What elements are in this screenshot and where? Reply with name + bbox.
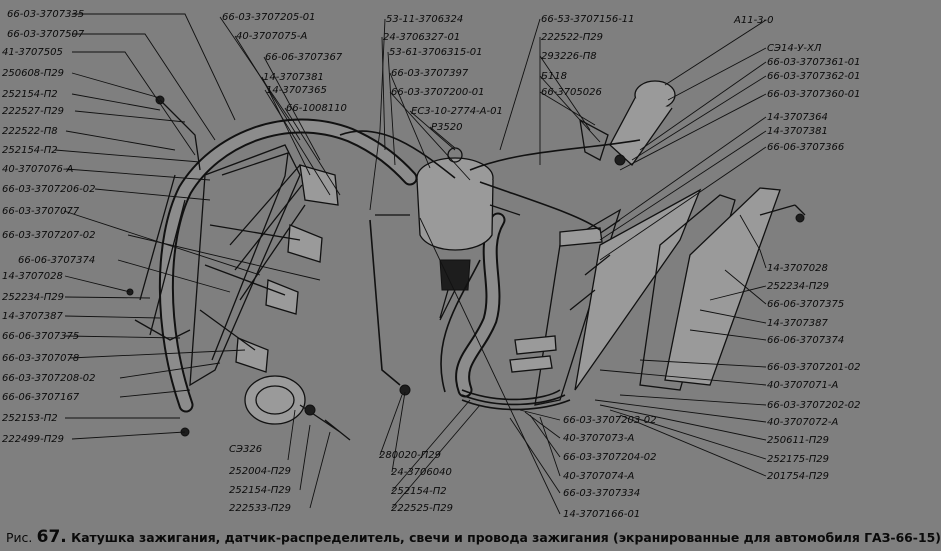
- figure-number: 67.: [36, 527, 67, 547]
- callout-label: 66-03-3707204-02: [563, 452, 657, 463]
- callout-label: 222533-П29: [229, 503, 291, 514]
- callout-label: 66-03-3707077: [2, 206, 80, 217]
- callout-label: 40-3707074-А: [563, 471, 634, 482]
- callout-label: Б118: [541, 71, 567, 82]
- callout-label: 66-06-3707366: [767, 142, 844, 153]
- callout-label: 66-06-3707367: [265, 52, 343, 63]
- callout-label: 66-3705026: [541, 87, 602, 98]
- callout-label: 41-3707505: [2, 47, 63, 58]
- callout-label: 66-03-3707362-01: [767, 71, 861, 82]
- callout-label: 201754-П29: [767, 471, 829, 482]
- diagram-artwork: [126, 80, 806, 441]
- callout-label: 14-3707166-01: [563, 509, 640, 520]
- callout-label: 222499-П29: [2, 434, 64, 445]
- callout-label: 66-03-3707200-01: [391, 87, 485, 98]
- callout-label: 252153-П2: [2, 413, 58, 424]
- callout-label: 252154-П2: [391, 486, 447, 497]
- callout-label: 66-03-3707205-01: [222, 12, 316, 23]
- callout-label: 66-03-3707201-02: [767, 362, 861, 373]
- callout-label: 252234-П29: [767, 281, 829, 292]
- callout-label: 66-03-3707078: [2, 353, 79, 364]
- callout-label: 53-61-3706315-01: [389, 47, 483, 58]
- callout-label: 280020-П29: [379, 450, 441, 461]
- callout-label: 66-03-3707206-02: [2, 184, 96, 195]
- callout-label: 66-1008110: [286, 103, 347, 114]
- callout-label: 252175-П29: [767, 454, 829, 465]
- callout-label: 40-3707076-А: [2, 164, 73, 175]
- callout-label: 24-3706040: [391, 467, 452, 478]
- callout-label: 252154-П29: [229, 485, 291, 496]
- callout-label: СЭ326: [229, 444, 262, 455]
- callout-label: 66-03-3707208-02: [2, 373, 96, 384]
- callout-label: 40-3707072-А: [767, 417, 838, 428]
- callout-label: 14-3707365: [266, 85, 327, 96]
- callout-label: 66-03-3707360-01: [767, 89, 861, 100]
- callout-label: 40-3707071-А: [767, 380, 838, 391]
- ignition-system-diagram: 66-03-3707335 66-03-3707507 41-3707505 2…: [2, 9, 861, 520]
- ignition-coil: [579, 80, 676, 166]
- callout-label: 293226-П8: [541, 51, 597, 62]
- callout-label: ЕС3-10-2774-А-01: [411, 106, 503, 117]
- callout-label: 66-06-3707374: [767, 335, 844, 346]
- left-shield-hose-inner: [160, 120, 416, 411]
- right-plugs: [509, 227, 603, 373]
- callout-label: 14-3707387: [2, 311, 64, 322]
- right-plug-shields: [534, 187, 806, 406]
- callout-label: 252154-П2: [2, 145, 58, 156]
- callout-label: 66-06-3707375: [2, 331, 79, 342]
- figure-caption: Рис. 67. Катушка зажигания, датчик-распр…: [6, 527, 941, 549]
- callout-label: 252004-П29: [229, 466, 291, 477]
- callout-label: 24-3706327-01: [383, 32, 460, 43]
- callout-label: 66-53-3707156-11: [541, 14, 635, 25]
- callout-label: 14-3707387: [767, 318, 829, 329]
- callout-label: 66-03-3707361-01: [767, 57, 861, 68]
- callout-label: 252154-П2: [2, 89, 58, 100]
- callout-label: СЭ14-У-ХЛ: [767, 43, 822, 54]
- callout-label: 66-06-3707375: [767, 299, 844, 310]
- callout-label: 66-06-3707167: [2, 392, 80, 403]
- callout-label: 66-03-3707507: [7, 29, 85, 40]
- callout-label: 66-06-3707374: [18, 255, 95, 266]
- callout-label: 66-03-3707335: [7, 9, 84, 20]
- callout-label: 14-3707381: [767, 126, 828, 137]
- callout-label: 53-11-3706324: [386, 14, 463, 25]
- callout-label: 66-03-3707334: [563, 488, 640, 499]
- callout-label: 222527-П29: [2, 106, 64, 117]
- callout-label: 40-3707073-А: [563, 433, 634, 444]
- callout-label: Р3520: [431, 122, 462, 133]
- callout-label: 40-3707075-А: [236, 31, 307, 42]
- callout-label: 14-3707381: [263, 72, 324, 83]
- callout-label: 66-03-3707397: [391, 68, 469, 79]
- callout-label: 222525-П29: [391, 503, 453, 514]
- callout-label: 222522-П8: [2, 126, 58, 137]
- callout-label: 14-3707028: [2, 271, 63, 282]
- callout-label: 222522-П29: [541, 32, 603, 43]
- leader-lines: [54, 13, 767, 515]
- ignition-wires: [339, 130, 641, 411]
- callout-label: 250608-П29: [2, 68, 64, 79]
- fasteners: [126, 95, 805, 437]
- callout-label: 252234-П29: [2, 292, 64, 303]
- right-shield-hose-inner: [457, 214, 504, 396]
- callout-label: 66-03-3707202-02: [767, 400, 861, 411]
- callout-labels: 66-03-3707335 66-03-3707507 41-3707505 2…: [2, 9, 861, 520]
- sensor-unit: [244, 375, 351, 441]
- caption-text: Катушка зажигания, датчик-распределитель…: [71, 530, 941, 545]
- callout-label: 66-03-3707207-02: [2, 230, 96, 241]
- callout-label: 14-3707028: [767, 263, 828, 274]
- callout-label: А11-3-0: [733, 15, 774, 26]
- callout-label: 250611-П29: [767, 435, 829, 446]
- caption-prefix: Рис.: [6, 530, 33, 545]
- callout-label: 14-3707364: [767, 112, 828, 123]
- callout-label: 66-03-3707203-02: [563, 415, 657, 426]
